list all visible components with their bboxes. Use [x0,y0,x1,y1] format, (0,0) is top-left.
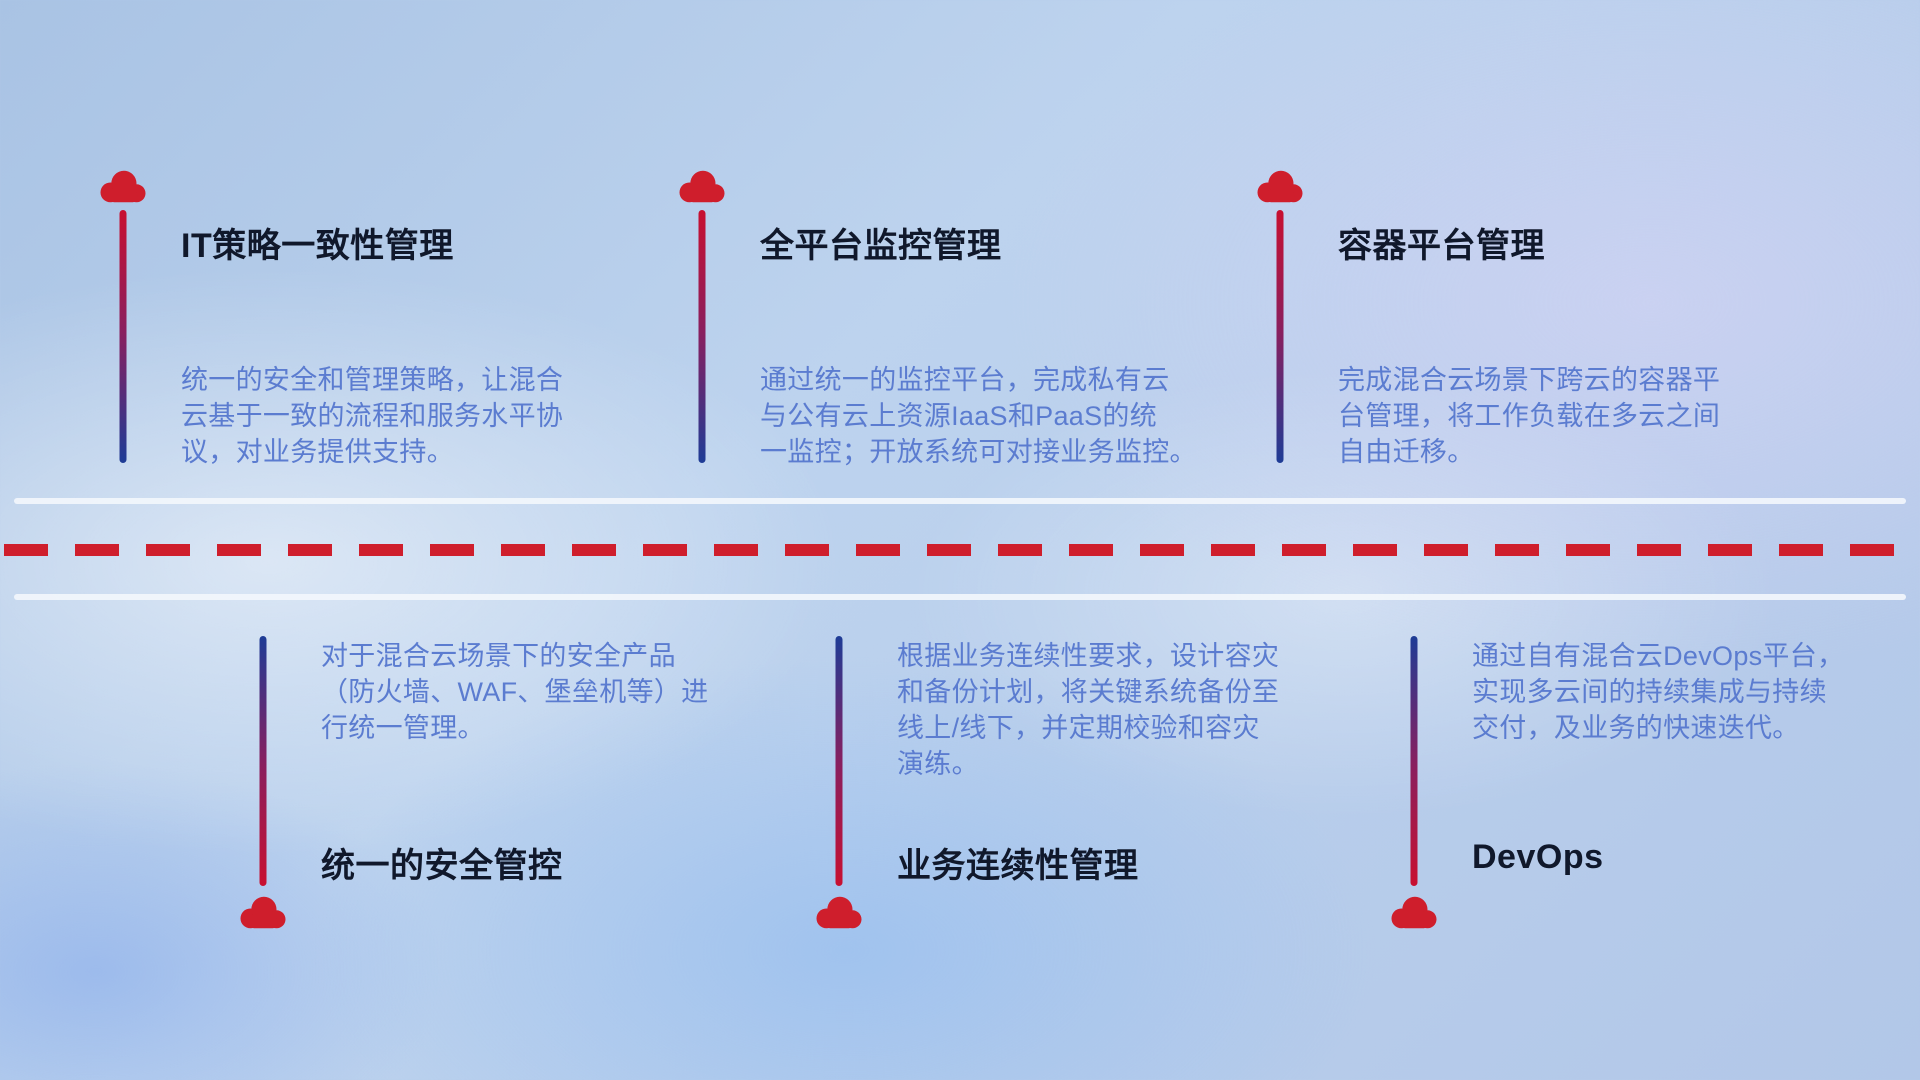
feature-description: 通过统一的监控平台，完成私有云 与公有云上资源IaaS和PaaS的统 一监控；开… [760,365,1197,467]
feature-description: 通过自有混合云DevOps平台， 实现多云间的持续集成与持续 交付，及业务的快速… [1472,641,1845,743]
cloud-icon [812,894,866,932]
feature-description: 根据业务连续性要求，设计容灾 和备份计划，将关键系统备份至 线上/线下，并定期校… [897,641,1280,779]
divider-solid-line-top [14,498,1906,504]
feature-description: 统一的安全和管理策略，让混合 云基于一致的流程和服务水平协 议，对业务提供支持。 [181,365,564,467]
connector-line [259,636,267,886]
divider-dashed-line [4,544,1916,556]
feature-title: 业务连续性管理 [897,847,1139,885]
cloud-icon [96,168,150,206]
connector-line [1410,636,1418,886]
feature-description: 对于混合云场景下的安全产品 （防火墙、WAF、堡垒机等）进 行统一管理。 [321,641,709,743]
connector-line [835,636,843,886]
feature-title: 统一的安全管控 [321,847,563,885]
connector-line [1276,210,1284,463]
connector-line [119,210,127,463]
feature-description: 完成混合云场景下跨云的容器平 台管理，将工作负载在多云之间 自由迁移。 [1338,365,1721,467]
feature-title: 全平台监控管理 [760,227,1002,265]
cloud-icon [236,894,290,932]
feature-title: DevOps [1472,838,1604,876]
cloud-icon [1387,894,1441,932]
cloud-icon [675,168,729,206]
feature-title: IT策略一致性管理 [181,227,454,265]
cloud-icon [1253,168,1307,206]
feature-title: 容器平台管理 [1338,227,1545,265]
connector-line [698,210,706,463]
divider-solid-line-bottom [14,594,1906,600]
